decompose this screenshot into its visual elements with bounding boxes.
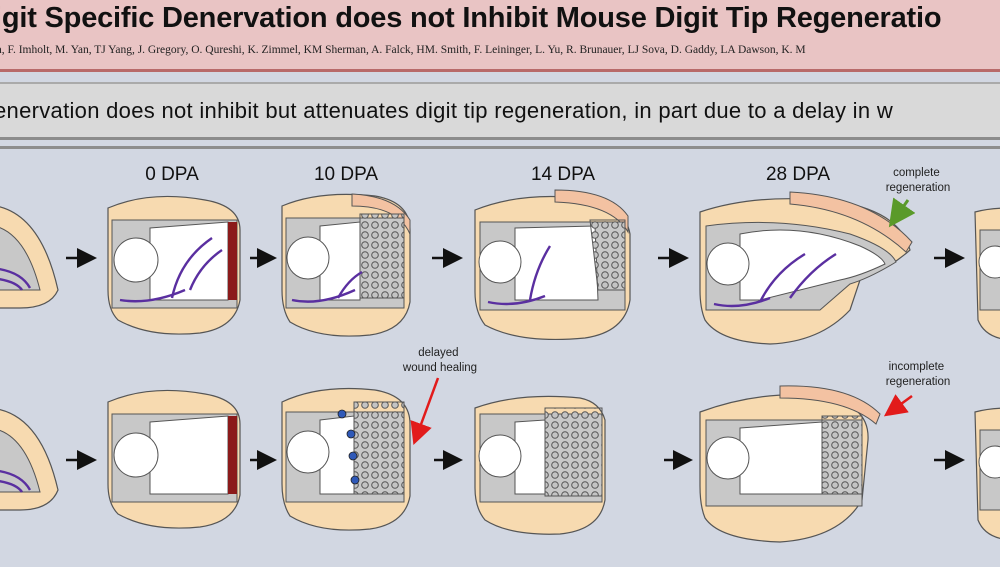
section-divider <box>0 146 1000 149</box>
green-arrow <box>888 197 916 228</box>
summary-band: enervation does not inhibit but attenuat… <box>0 82 1000 140</box>
digit-partial-right-row1 <box>974 207 1000 339</box>
digit-partial-right-row2 <box>974 407 1000 539</box>
annotation-delayed-wound-healing: delayed wound healing <box>402 347 477 374</box>
digit-partial-left-row2 <box>0 409 59 511</box>
digit-0dpa-row2 <box>107 389 241 529</box>
digit-10dpa-row1 <box>281 193 411 337</box>
digit-10dpa-row2 <box>281 387 411 531</box>
timepoint-label-14dpa: 14 DPA <box>531 164 595 185</box>
digit-14dpa-row1 <box>474 189 631 341</box>
annotation-line: regeneration <box>886 182 951 194</box>
annotation-line: regeneration <box>886 376 951 388</box>
title-band: igit Specific Denervation does not Inhib… <box>0 0 1000 72</box>
timepoint-label-10dpa: 10 DPA <box>314 164 378 185</box>
annotation-line: complete <box>893 167 940 179</box>
annotation-line: incomplete <box>889 361 945 373</box>
author-list: n, F. Imholt, M. Yan, TJ Yang, J. Gregor… <box>0 44 806 56</box>
summary-text: enervation does not inhibit but attenuat… <box>0 98 894 123</box>
digit-28dpa-row2 <box>699 385 881 543</box>
annotation-complete-regeneration: complete regeneration <box>886 167 951 194</box>
annotation-incomplete-regeneration: incomplete regeneration <box>886 361 951 388</box>
digit-14dpa-row2 <box>474 395 606 535</box>
annotation-line: delayed <box>418 347 458 359</box>
timepoint-label-0dpa: 0 DPA <box>145 164 199 185</box>
red-arrow <box>410 377 440 446</box>
red-arrow <box>883 394 913 417</box>
digit-0dpa-row1 <box>107 195 241 335</box>
regeneration-diagram: 0 DPA 10 DPA 14 DPA 28 DPA <box>0 164 1000 543</box>
timepoint-label-28dpa: 28 DPA <box>766 164 830 185</box>
poster-title: igit Specific Denervation does not Inhib… <box>0 2 942 34</box>
digit-partial-left-row1 <box>0 206 59 309</box>
annotation-line: wound healing <box>402 362 477 374</box>
digit-28dpa-row1 <box>699 191 913 345</box>
